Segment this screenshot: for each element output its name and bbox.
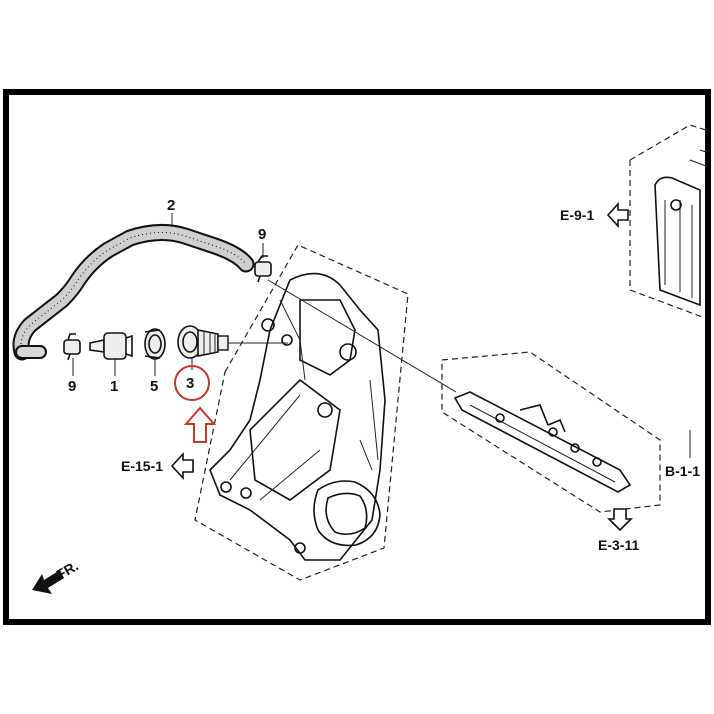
callout-hose: 2 — [167, 197, 175, 214]
pcv-fitting-highlighted-part — [177, 325, 229, 359]
grommet — [144, 328, 166, 360]
callout-grommet: 5 — [150, 378, 158, 395]
callout-highlighted-part: 3 — [186, 375, 194, 392]
highlight-circle — [174, 365, 210, 401]
hose-clamp-top — [254, 255, 272, 283]
ref-e9-1: E-9-1 — [560, 207, 594, 223]
ref-arrow-e3-11-icon — [607, 508, 633, 532]
ref-b1-1: B-1-1 — [665, 463, 700, 479]
highlight-arrow-icon — [183, 406, 217, 443]
ref-arrow-e15-1-icon — [170, 451, 194, 481]
engine-block-fragment — [629, 124, 707, 319]
fuel-rail-assembly — [441, 351, 661, 513]
callout-clamp-left: 9 — [68, 378, 76, 395]
callout-clamp-top: 9 — [258, 226, 266, 243]
hose-clamp-left — [63, 333, 81, 361]
ref-e3-11: E-3-11 — [598, 537, 639, 553]
front-direction-arrow-icon — [32, 570, 64, 594]
manifold-bracket — [194, 244, 409, 581]
pcv-valve — [89, 332, 133, 360]
ref-e15-1: E-15-1 — [121, 458, 163, 474]
ref-arrow-e9-1-icon — [606, 201, 629, 229]
breather-hose — [12, 224, 255, 361]
callout-valve: 1 — [110, 378, 118, 395]
